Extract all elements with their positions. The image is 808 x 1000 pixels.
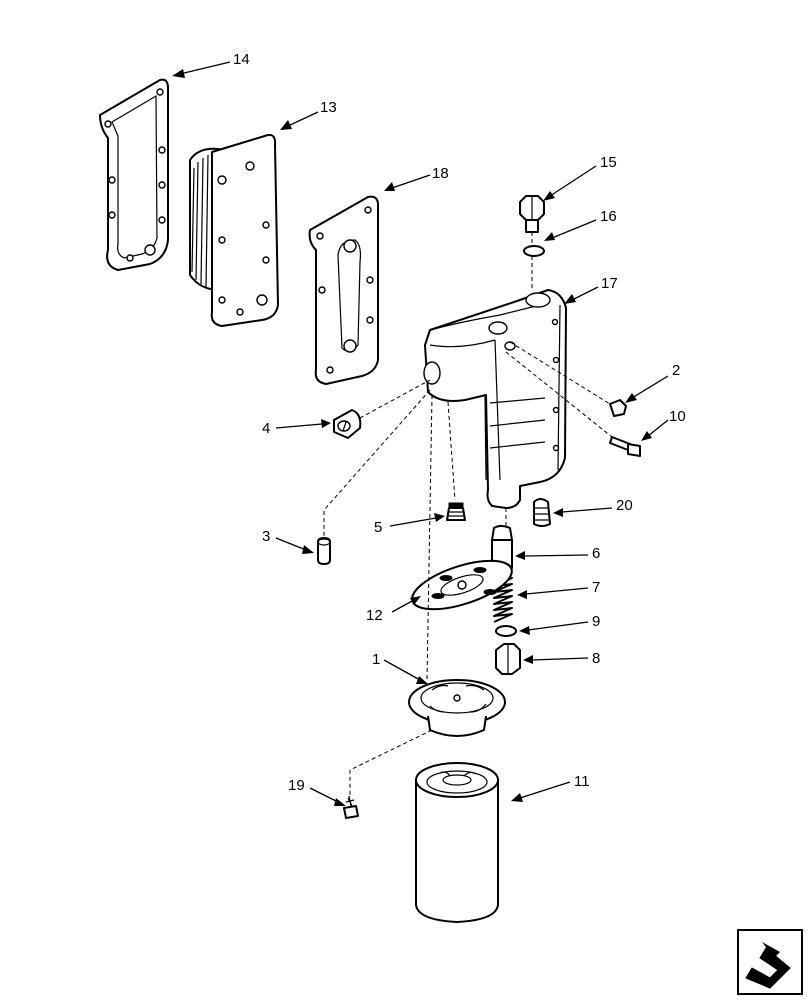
- part-14-gasket: [99, 78, 169, 271]
- part-9-o-ring: [495, 625, 517, 637]
- part-1-filter-adapter: [408, 679, 506, 737]
- part-18-cooler-gasket: [308, 195, 379, 385]
- part-8-plug: [495, 643, 521, 675]
- callout-14: 14: [233, 51, 250, 68]
- part-15-bolt: [519, 195, 545, 233]
- next-page-arrow-icon[interactable]: [737, 929, 803, 995]
- callout-5: 5: [374, 519, 382, 536]
- part-2-plug: [609, 399, 627, 417]
- callout-4: 4: [262, 420, 270, 437]
- callout-3: 3: [262, 528, 270, 545]
- callout-6: 6: [592, 545, 600, 562]
- callout-17: 17: [601, 275, 618, 292]
- callout-8: 8: [592, 650, 600, 667]
- callout-16: 16: [600, 208, 617, 225]
- alignment-lines: [323, 232, 613, 796]
- callout-15: 15: [600, 154, 617, 171]
- part-13-oil-cooler: [189, 133, 279, 327]
- callout-2: 2: [672, 362, 680, 379]
- callout-labels: 14 13 18 15 16 17 2 10 4 3 5 20 6 7 12 9…: [233, 51, 686, 794]
- part-11-oil-filter: [415, 762, 499, 923]
- part-17-filter-head-housing: [423, 289, 567, 509]
- callout-1: 1: [372, 651, 380, 668]
- callout-9: 9: [592, 613, 600, 630]
- callout-10: 10: [669, 408, 686, 425]
- part-5-valve: [446, 502, 466, 521]
- part-20-plug: [533, 498, 551, 527]
- part-16-o-ring: [523, 245, 545, 257]
- leader-lines: [172, 61, 669, 806]
- callout-13: 13: [320, 99, 337, 116]
- part-3-dowel-pin: [317, 537, 331, 565]
- callout-18: 18: [432, 165, 449, 182]
- part-4-plug: [333, 409, 362, 439]
- callout-7: 7: [592, 579, 600, 596]
- callout-11: 11: [574, 773, 590, 790]
- callout-12: 12: [366, 607, 383, 624]
- part-10-bolt: [609, 436, 641, 457]
- callout-20: 20: [616, 497, 633, 514]
- part-19-screw: [343, 795, 359, 819]
- callout-19: 19: [288, 777, 305, 794]
